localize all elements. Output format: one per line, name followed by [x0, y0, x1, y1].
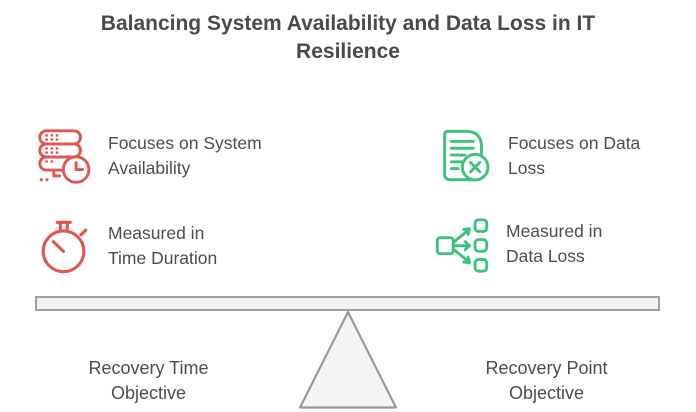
- document-error-icon: [433, 125, 495, 187]
- balance-beam: [35, 296, 660, 311]
- stopwatch-icon: [33, 215, 95, 277]
- page-title: Balancing System Availability and Data L…: [28, 10, 668, 66]
- server-clock-icon: [33, 125, 95, 187]
- data-branch-icon: [431, 213, 493, 275]
- fulcrum-triangle: [298, 310, 398, 409]
- title-line-2: Resilience: [296, 40, 400, 63]
- title-line-1: Balancing System Availability and Data L…: [100, 12, 596, 35]
